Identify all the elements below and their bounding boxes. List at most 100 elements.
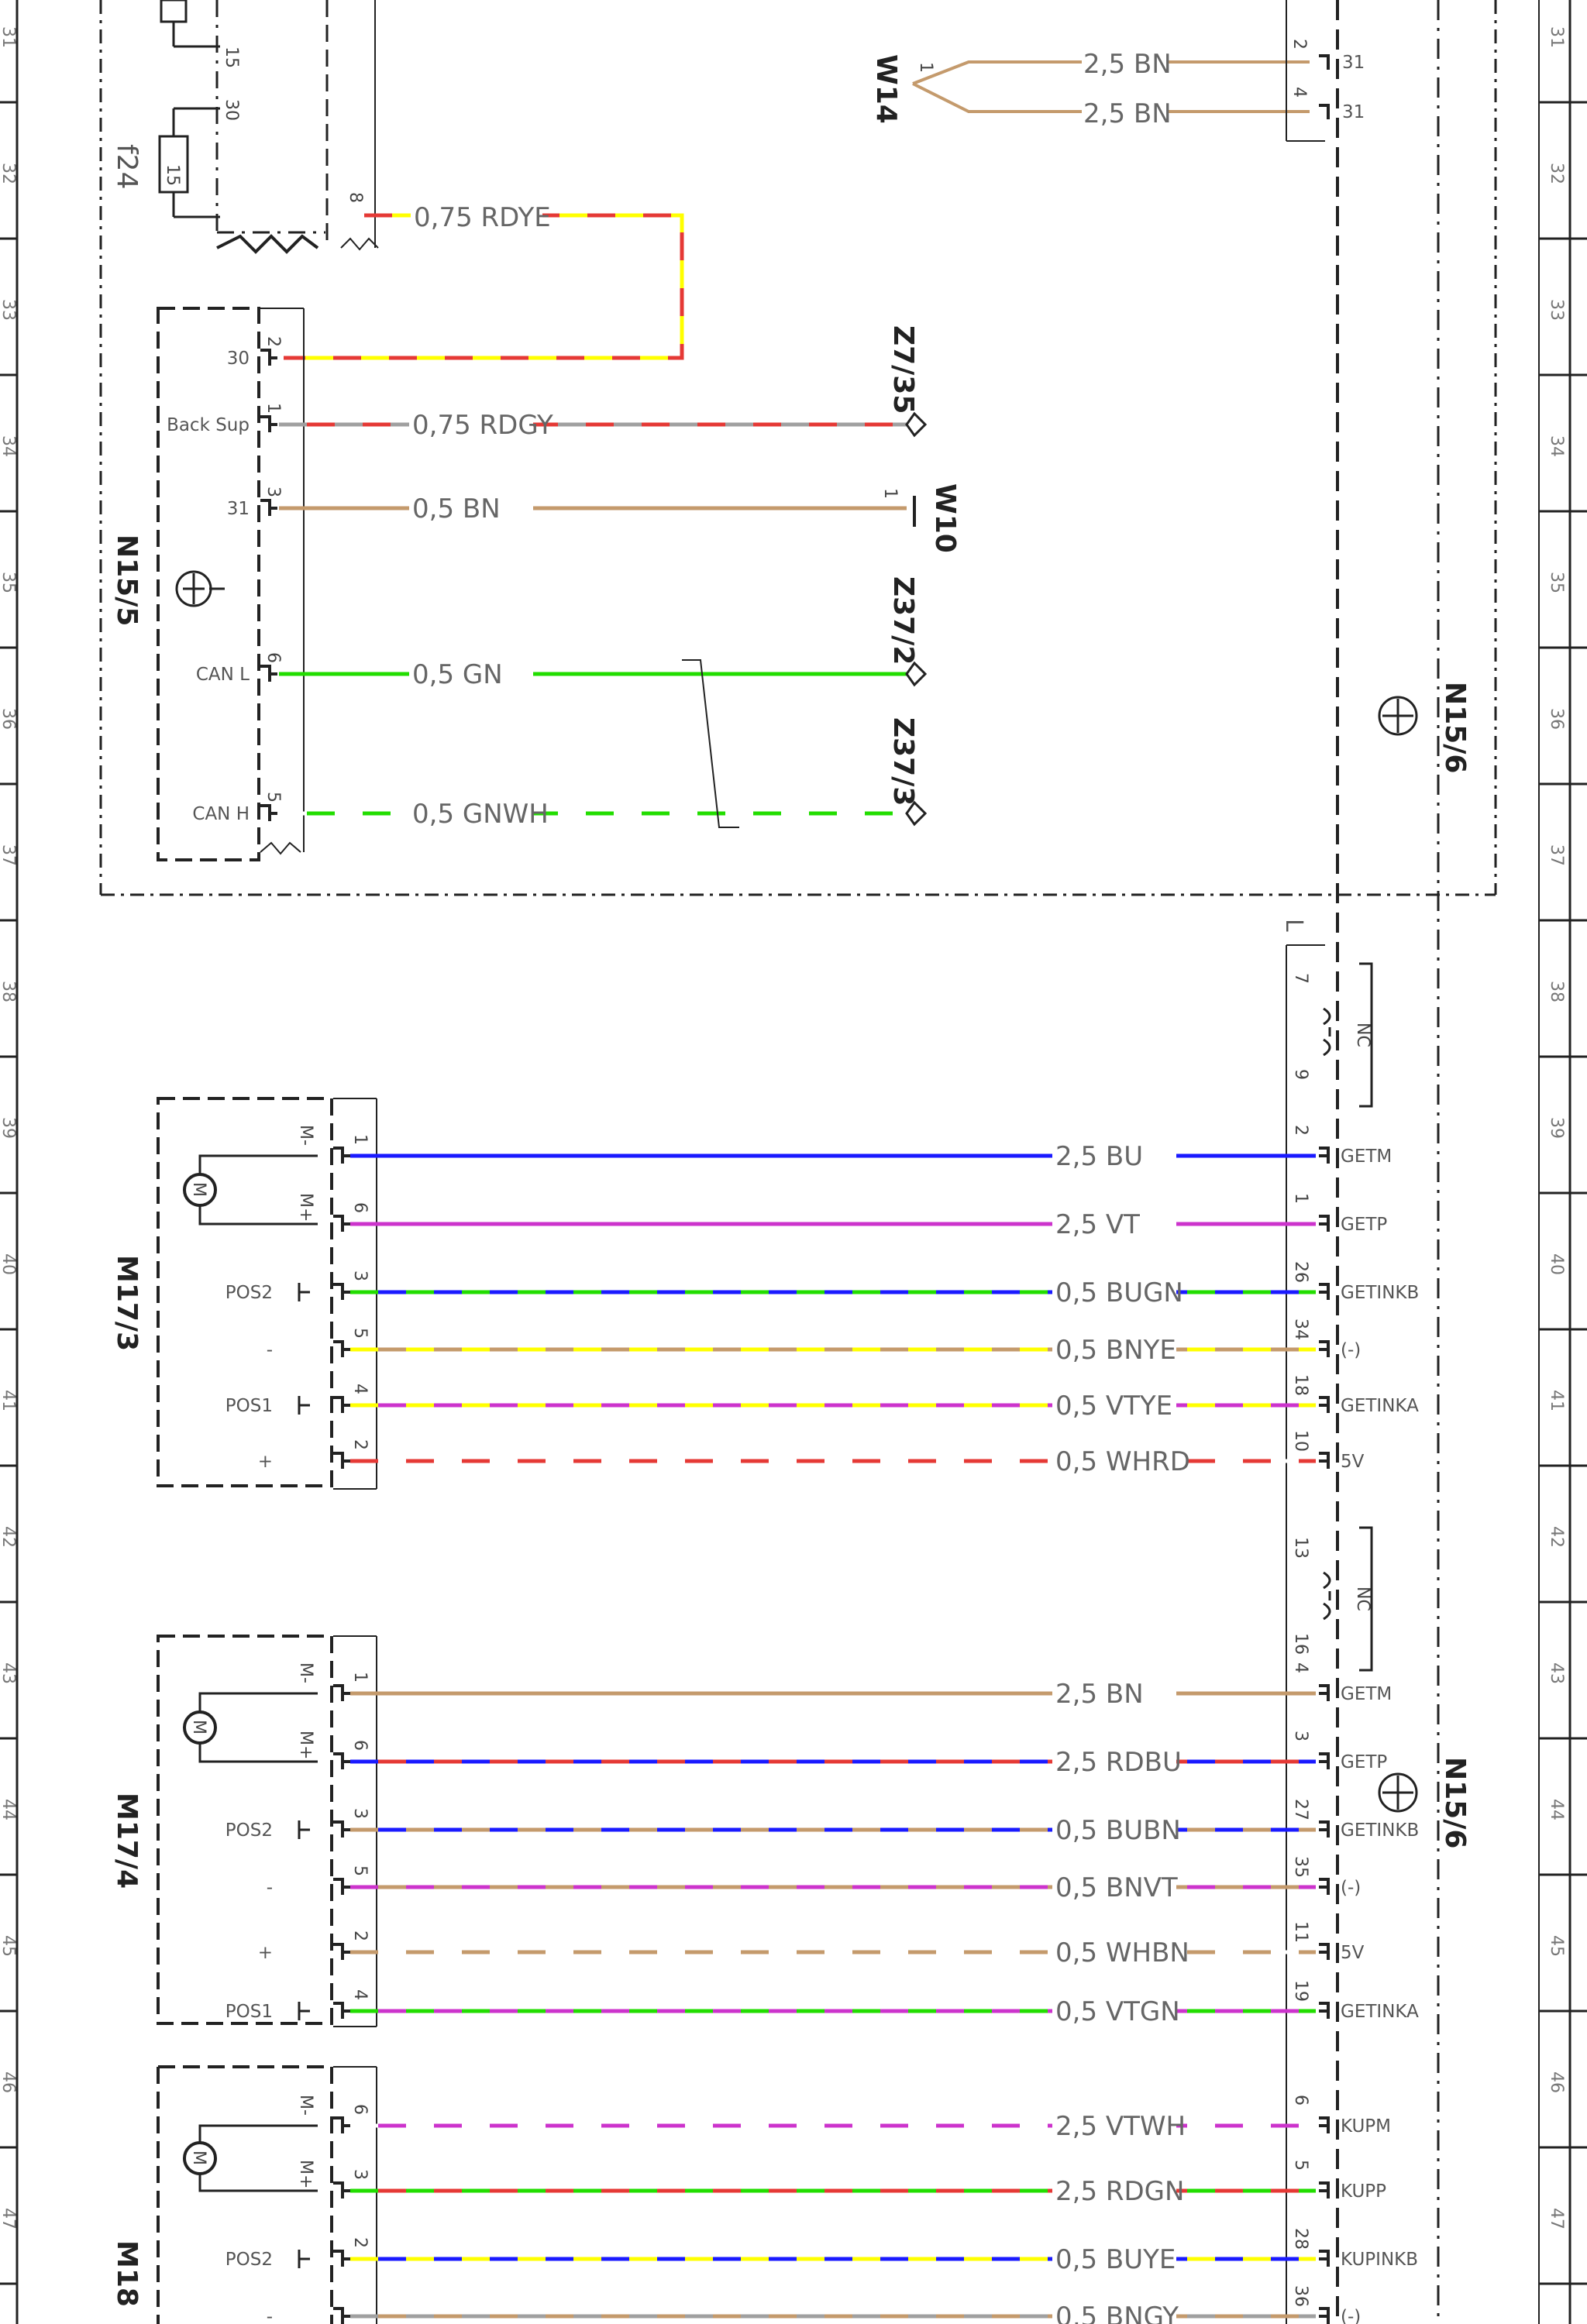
motor-wire-label: 2,5 VT xyxy=(1055,1209,1140,1240)
ecu-signal-name: 5V xyxy=(1341,1452,1365,1472)
n15-5-pin-number: 6 xyxy=(263,652,283,663)
motor-wire: 2,5 RDGN xyxy=(350,2174,1316,2207)
grid-number-right: 35 xyxy=(1547,572,1566,593)
n15-5-wire-label-bg xyxy=(409,407,533,438)
motor-connector xyxy=(333,1340,350,1357)
motor-wire: 0,5 WHBN xyxy=(350,1935,1316,1968)
motor-pin-name: M+ xyxy=(296,1731,315,1759)
n15-6-top: N15/6 L xyxy=(1280,0,1471,2324)
n15-5-pin-number: 2 xyxy=(263,336,283,347)
top-fuse-module: 15 15 30 f24 8 xyxy=(99,0,1497,896)
n15-5-pin-name: CAN L xyxy=(196,665,250,685)
w10-pin: 1 xyxy=(880,488,900,499)
top-wire-label-1: 2,5 BN xyxy=(1083,49,1172,80)
fuse-rating: 15 xyxy=(163,164,182,186)
grid-number-left: 32 xyxy=(0,163,18,184)
n15-5-label: N15/5 xyxy=(111,535,143,626)
ecu-connector xyxy=(1319,1452,1330,1469)
grid-number-left: 44 xyxy=(0,1799,18,1820)
motor-pin-name: M+ xyxy=(296,1193,315,1222)
grid-number-left: 46 xyxy=(0,2071,18,2093)
ecu-signal-name: GETP xyxy=(1341,1215,1387,1235)
nc-bracket xyxy=(1359,1526,1373,1672)
motor-pin-number: 3 xyxy=(350,1270,370,1281)
motor-connector xyxy=(333,1452,350,1469)
fuse-f24-label: f24 xyxy=(111,144,143,189)
motor-wire-label-bg xyxy=(1052,2109,1176,2140)
ecu-signal-name: (-) xyxy=(1341,1878,1361,1898)
motor-wire-label-bg xyxy=(1052,1139,1176,1170)
motor-connector xyxy=(333,1820,350,1838)
motor-pin-name: POS2 xyxy=(225,1283,273,1303)
ecu-connector xyxy=(1319,1215,1330,1232)
motor-wire: 0,5 VTYE xyxy=(350,1388,1316,1422)
grid-number-left: 31 xyxy=(0,26,18,48)
motor-pin-name: POS2 xyxy=(225,2250,273,2270)
motor-wire-label-bg xyxy=(1052,1935,1176,1966)
motor-wire-label-bg xyxy=(1052,2242,1176,2273)
ecu-signal-name: GETM xyxy=(1341,1684,1392,1704)
grid-number-right: 37 xyxy=(1547,844,1566,866)
motor-pin-number: 4 xyxy=(350,1989,370,2000)
motor-wire-label-bg xyxy=(1052,1275,1176,1306)
motor-connector xyxy=(333,2250,350,2267)
motor-leads xyxy=(198,1692,318,1763)
ecu-signal-name: (-) xyxy=(1341,2307,1361,2324)
z-connector-diamond xyxy=(905,411,928,438)
motor-connector xyxy=(333,2307,350,2324)
motor-pin-number: 5 xyxy=(350,1865,370,1876)
motor-wire-label-bg xyxy=(1052,1676,1176,1707)
motor-symbol-label: M xyxy=(189,1182,208,1197)
nc-pin-a: 7 xyxy=(1291,973,1310,984)
motor-pin-number: 6 xyxy=(350,1740,370,1751)
motor-wire-label-bg xyxy=(1052,1207,1176,1238)
nc-switch xyxy=(1323,1571,1331,1621)
n15-5-wire: 0,5 GN xyxy=(279,657,907,690)
motor-pin-number: 5 xyxy=(350,1328,370,1339)
grid-number-right: 44 xyxy=(1547,1799,1566,1820)
nc-label: NC xyxy=(1353,1023,1372,1047)
motor-wire-label: 0,5 BNVT xyxy=(1055,1872,1178,1903)
motor-wire-label: 0,5 WHBN xyxy=(1055,1937,1189,1968)
grid-number-right: 42 xyxy=(1547,1526,1566,1548)
wire-label-rdye: 0,75 RDYE xyxy=(414,202,551,233)
grid-number-left: 35 xyxy=(0,572,18,593)
grid-number-left: 33 xyxy=(0,299,18,321)
n15-5-wire-label: 0,5 GN xyxy=(412,659,503,690)
wire-rdye: 0,75 RDYE xyxy=(284,200,684,360)
n15-5-connector xyxy=(260,349,277,366)
motor-wire-label: 2,5 RDBU xyxy=(1055,1747,1182,1778)
ecu-signal-name: KUPM xyxy=(1341,2116,1391,2137)
ecu-connector xyxy=(1319,1752,1330,1769)
grid-number-right: 38 xyxy=(1547,981,1566,1002)
grid-number-right: 40 xyxy=(1547,1253,1566,1275)
ecu-signal-name: (-) xyxy=(1341,1340,1361,1360)
top-wire-pin-2: 4 xyxy=(1289,87,1309,98)
n15-6-bottom-label: N15/6 xyxy=(1439,1757,1471,1848)
motor-wire: 0,5 BUBN xyxy=(350,1813,1316,1846)
motor-connector xyxy=(333,1878,350,1895)
motor-wire-label-bg xyxy=(1052,1444,1176,1475)
z-connector-diamond xyxy=(905,661,928,687)
ecu-connector xyxy=(1319,1396,1330,1413)
motor-wire-label: 2,5 BN xyxy=(1055,1679,1144,1710)
pin-8: 8 xyxy=(346,192,365,203)
ecu-pin-number: 11 xyxy=(1291,1921,1310,1943)
ecu-pin-number: 36 xyxy=(1291,2285,1310,2307)
motor-wire: 2,5 BU xyxy=(350,1139,1316,1172)
motor-connector xyxy=(333,1396,350,1413)
ecu-pin-number: 2 xyxy=(1291,1125,1310,1136)
m17-3-label: M17/3 xyxy=(111,1255,143,1351)
ecu-connector xyxy=(1319,2307,1330,2324)
m17-3-module: M17/3 xyxy=(111,1097,377,1490)
ecu-pin-number: 6 xyxy=(1291,2095,1310,2106)
grid-number-left: 38 xyxy=(0,981,18,1002)
n15-5-pin-name: 31 xyxy=(227,499,250,519)
motor-wire-label-bg xyxy=(1052,1745,1176,1776)
motor-wire-label-bg xyxy=(1052,1388,1176,1419)
z-connector-diamond xyxy=(905,800,928,827)
motor-wire-label-bg xyxy=(1052,1813,1176,1844)
n15-5-connector xyxy=(260,415,277,432)
n15-5-pin-number: 3 xyxy=(263,486,283,497)
motor-wire: 2,5 VT xyxy=(350,1207,1316,1240)
